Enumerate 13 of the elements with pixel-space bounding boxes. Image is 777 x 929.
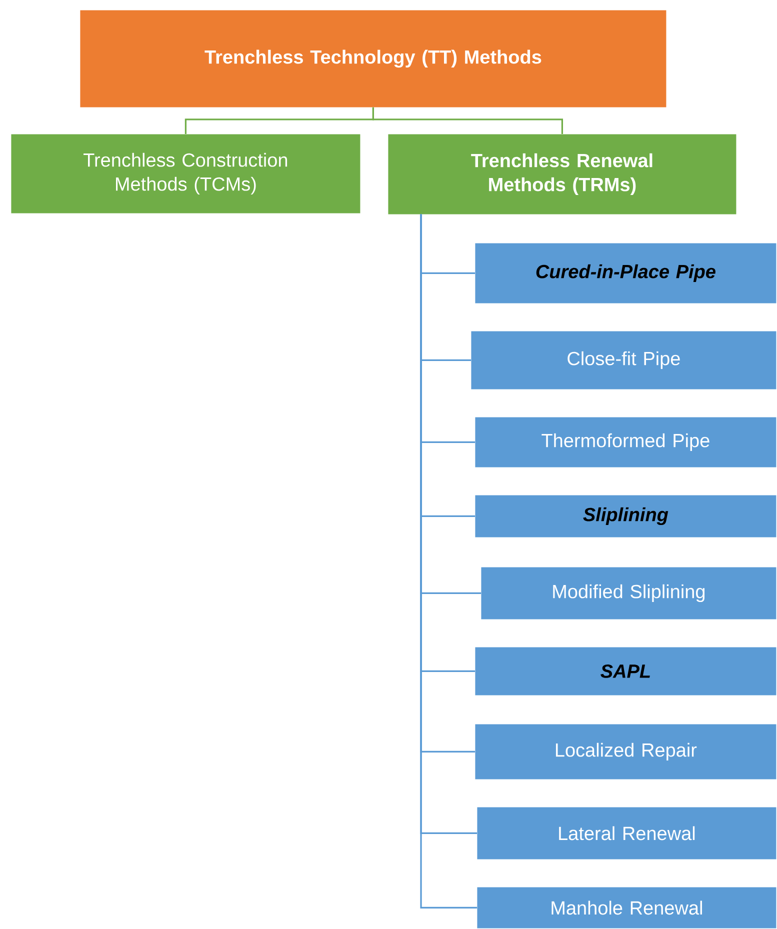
connector-line [372,107,563,134]
method-box: Thermoformed Pipe [475,417,776,468]
method-box: Cured-in-Place Pipe [475,243,776,304]
category-box: Trenchless Renewal Methods (TRMs) [388,134,736,214]
method-box: SAPL [475,647,776,696]
method-box: Modified Sliplining [481,567,776,620]
method-box: Localized Repair [475,724,776,780]
method-box: Sliplining [475,495,776,538]
method-box: Manhole Renewal [477,887,776,928]
method-box: Lateral Renewal [477,807,776,860]
title-box: Trenchless Technology (TT) Methods [80,10,666,108]
method-box: Close-fit Pipe [471,331,776,390]
category-box: Trenchless Construction Methods (TCMs) [11,134,360,214]
